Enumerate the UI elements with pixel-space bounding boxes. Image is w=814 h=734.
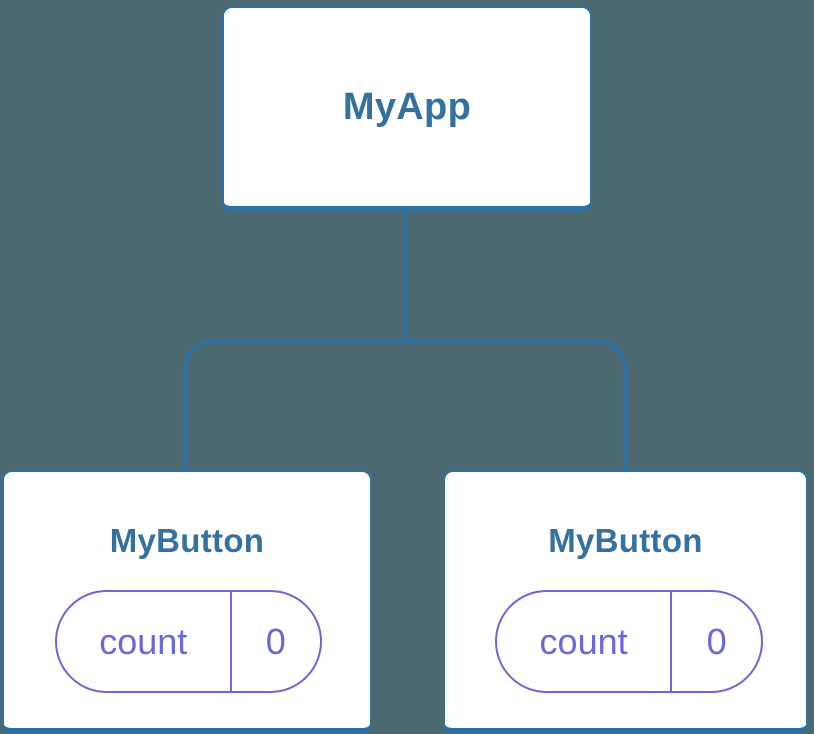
component-label: MyButton [109,522,265,559]
tree-connector-stem [403,212,407,341]
state-key: count [539,620,628,662]
state-value: 0 [706,620,727,662]
state-pill: count 0 [495,590,763,693]
component-label: MyButton [548,522,703,559]
state-value-segment: 0 [672,592,761,691]
state-value-segment: 0 [232,592,320,691]
state-value: 0 [265,620,286,662]
component-label: MyApp [342,85,472,128]
component-card-mybutton-right: MyButton count 0 [443,470,808,734]
state-key-segment: count [497,592,673,691]
state-key-segment: count [57,592,232,691]
component-card-myapp: MyApp [222,6,592,212]
state-key: count [99,620,188,662]
tree-connector-bracket [183,339,627,470]
state-pill: count 0 [55,590,322,693]
component-card-mybutton-left: MyButton count 0 [2,470,372,734]
